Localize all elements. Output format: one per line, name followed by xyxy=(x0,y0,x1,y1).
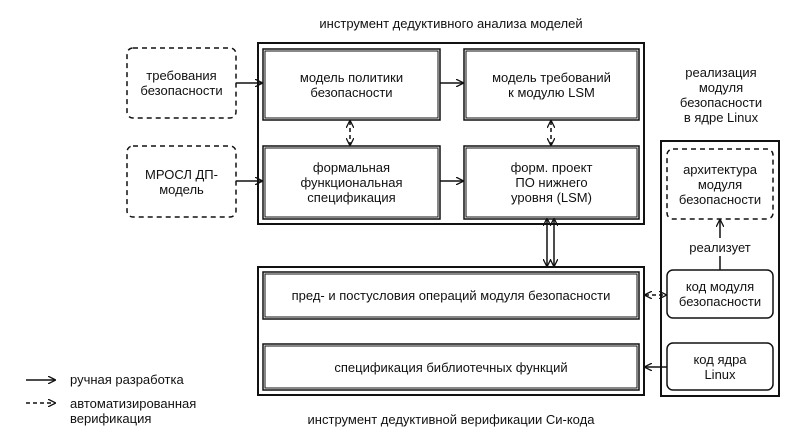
linux-group-label: реализация модуля безопасности в ядре Li… xyxy=(679,65,763,125)
formal-functional-spec-box xyxy=(262,145,441,220)
library-function-spec-label: спецификация библиотечных функций xyxy=(334,359,568,375)
model-analysis-group xyxy=(257,42,645,225)
module-architecture-label: архитектура модуля безопасности xyxy=(678,161,762,207)
module-code-label: код модуля безопасности xyxy=(678,279,762,309)
pre-post-conditions-box xyxy=(262,271,640,320)
title-model-analysis-tool: инструмент дедуктивного анализа моделей xyxy=(319,15,583,31)
implements-label: реализует xyxy=(689,239,751,255)
security-policy-model-label: модель политики безопасности xyxy=(299,69,404,100)
title-code-verification-tool: инструмент дедуктивной верификации Си-ко… xyxy=(307,411,595,427)
security-requirements-label: требования безопасности xyxy=(140,68,223,98)
lsm-requirements-model-label: модель требований к модулю LSM xyxy=(492,69,611,100)
legend-manual-label: ручная разработка xyxy=(70,372,184,387)
lsm-requirements-model-box xyxy=(463,48,640,121)
formal-functional-spec-label: формальная функциональная спецификация xyxy=(300,160,403,205)
pre-post-conditions-label: пред- и постусловия операций модуля безо… xyxy=(291,288,611,303)
kernel-code-label: код ядра Linux xyxy=(693,351,747,382)
legend-automated-label: автоматизированная верификация xyxy=(70,396,197,426)
formal-low-level-design-label: форм. проект ПО нижнего уровня (LSM) xyxy=(510,160,593,205)
security-policy-model-box xyxy=(262,48,441,121)
linux-implementation-group xyxy=(660,140,780,397)
module-architecture-box xyxy=(666,148,774,220)
code-verification-group xyxy=(257,266,645,396)
library-function-spec-box xyxy=(262,343,640,391)
mrosl-model-label: МРОСЛ ДП- модель xyxy=(145,166,218,197)
double-arrow-design-to-prepost xyxy=(547,219,554,266)
